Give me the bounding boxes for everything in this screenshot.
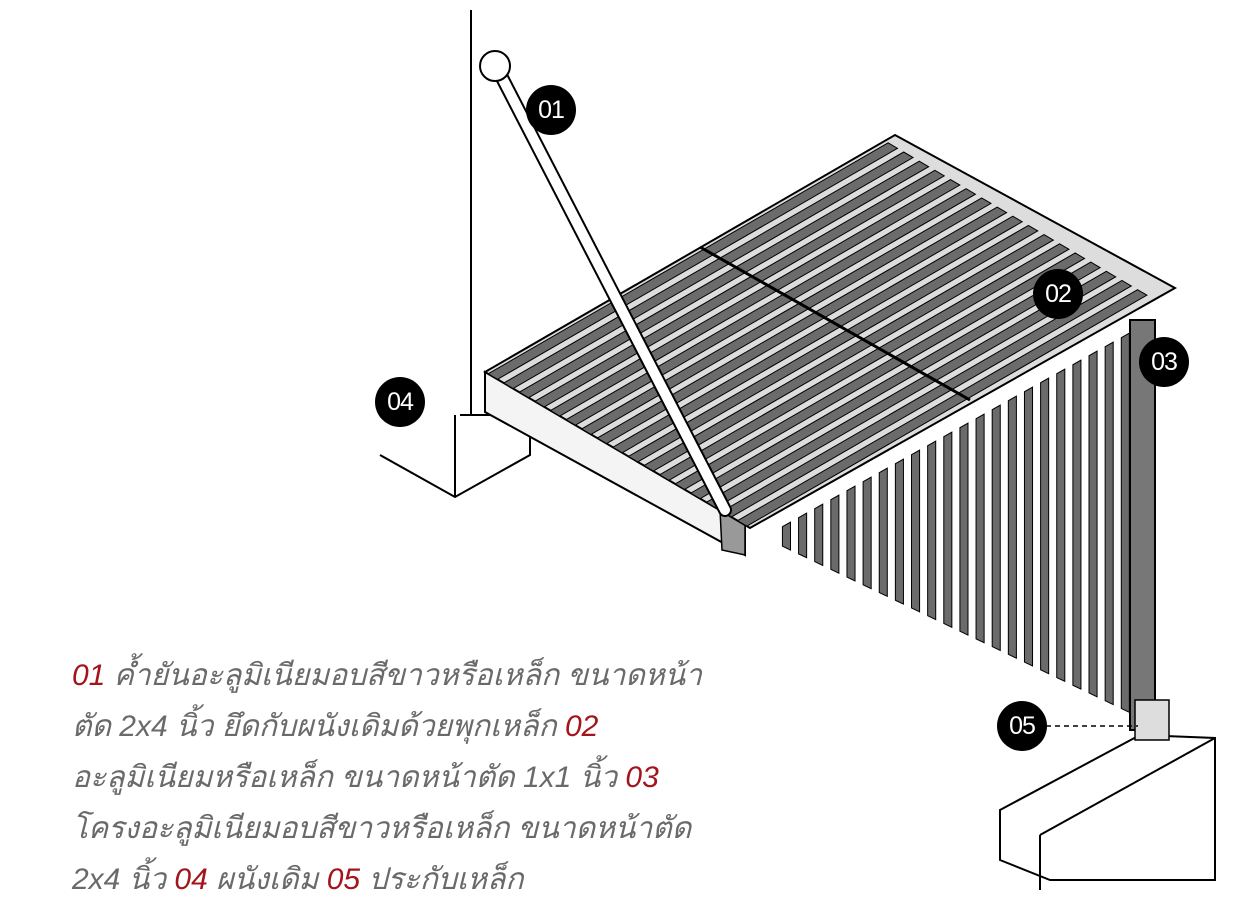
- screen-slat: [846, 485, 856, 582]
- screen-slat: [991, 404, 1001, 652]
- screen-slat: [1104, 341, 1114, 706]
- screen-slat: [878, 467, 888, 598]
- roof-slat: [705, 270, 1117, 509]
- screen-slat: [894, 458, 904, 605]
- screen-slat: [814, 503, 824, 567]
- legend-num: 02: [564, 710, 599, 743]
- screen-slat: [862, 476, 872, 590]
- legend-num: 03: [625, 761, 659, 794]
- legend: 01 ค้ำยันอะลูมิเนียมอบสีขาวหรือเหล็ก ขนา…: [72, 650, 732, 905]
- legend-text: ผนังเดิม: [216, 863, 319, 896]
- roof-slat: [643, 234, 1055, 472]
- roof-slat: [580, 197, 992, 435]
- roof-slat: [487, 142, 899, 380]
- marker-03: 03: [1139, 337, 1189, 387]
- screen-slat: [1120, 332, 1130, 714]
- marker-02: 02: [1033, 269, 1083, 319]
- legend-num: 01: [72, 659, 106, 692]
- roof-slat: [689, 261, 1102, 500]
- legend-text: โครงอะลูมิเนียมอบสีขาวหรือเหล็ก ขนาดหน้า…: [72, 812, 692, 896]
- marker-04: 04: [375, 377, 425, 427]
- legend-text: อะลูมิเนียมหรือเหล็ก ขนาดหน้าตัด 1x1 นิ้…: [72, 761, 618, 794]
- screen-slat: [798, 512, 808, 559]
- screen-slat: [1056, 368, 1066, 683]
- roof-slat: [502, 151, 915, 390]
- roof-slat: [518, 160, 930, 399]
- roof-slat: [627, 224, 1039, 463]
- legend-text: ประกับเหล็ก: [368, 863, 524, 896]
- screen-slat: [781, 521, 791, 551]
- screen-slat: [830, 494, 840, 574]
- roof-slat: [674, 252, 1086, 491]
- roof-slat: [565, 188, 977, 426]
- screen-slat: [1040, 377, 1050, 675]
- screen-slat: [959, 422, 969, 636]
- steel-bracket: [1134, 699, 1170, 741]
- screen-slat: [927, 440, 937, 621]
- screen-slat: [911, 449, 921, 613]
- roof-slat: [736, 289, 1148, 527]
- screen-slat: [1023, 386, 1034, 667]
- legend-text: ค้ำยันอะลูมิเนียมอบสีขาวหรือเหล็ก ขนาดหน…: [72, 659, 702, 743]
- roof-slat: [611, 215, 1024, 454]
- wall-plate: [479, 50, 511, 82]
- screen-slat: [1007, 395, 1017, 659]
- vertical-screen: [781, 332, 1130, 714]
- screen-slat: [1088, 350, 1098, 698]
- roof-slat: [596, 206, 1008, 445]
- roof-crossbar: [699, 245, 971, 402]
- roof-slat: [658, 243, 1070, 481]
- legend-num: 04: [174, 863, 208, 896]
- legend-num: 05: [326, 863, 361, 896]
- screen-slat: [975, 413, 985, 644]
- screen-slat: [1072, 359, 1082, 690]
- roof-slats: [487, 142, 1148, 527]
- screen-slat: [943, 431, 953, 629]
- marker-05: 05: [997, 701, 1047, 751]
- marker-01: 01: [526, 85, 576, 135]
